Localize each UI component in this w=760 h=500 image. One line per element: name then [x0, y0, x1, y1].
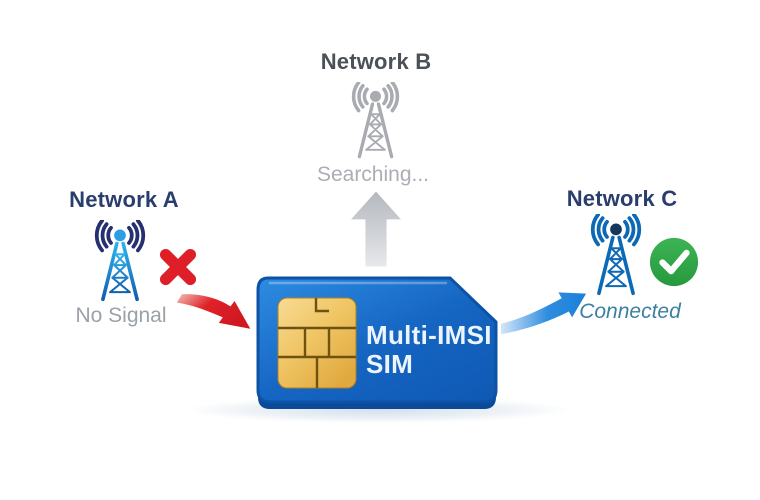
sim-chip-icon — [277, 297, 357, 389]
network-a-status: No Signal — [75, 304, 167, 327]
sim-card-label: Multi-IMSI SIM — [366, 321, 492, 379]
cell-tower-icon — [590, 214, 642, 296]
cell-tower-icon — [351, 82, 400, 159]
network-a-label: Network A — [69, 187, 179, 212]
sim-label-line1: Multi-IMSI — [366, 320, 492, 350]
sim-card-icon — [256, 276, 498, 409]
cell-tower-icon — [94, 220, 146, 302]
sim-label-line2: SIM — [366, 349, 414, 379]
check-circle-icon — [649, 237, 699, 287]
red-arrow-icon — [176, 294, 251, 329]
gray-arrow-icon — [351, 191, 401, 267]
network-b-label: Network B — [320, 49, 432, 74]
x-mark-icon — [159, 248, 197, 286]
network-b-status: Searching... — [316, 163, 430, 186]
network-c-status: Connected — [579, 300, 681, 323]
network-c-label: Network C — [566, 186, 678, 211]
blue-arrow-icon — [500, 292, 587, 335]
